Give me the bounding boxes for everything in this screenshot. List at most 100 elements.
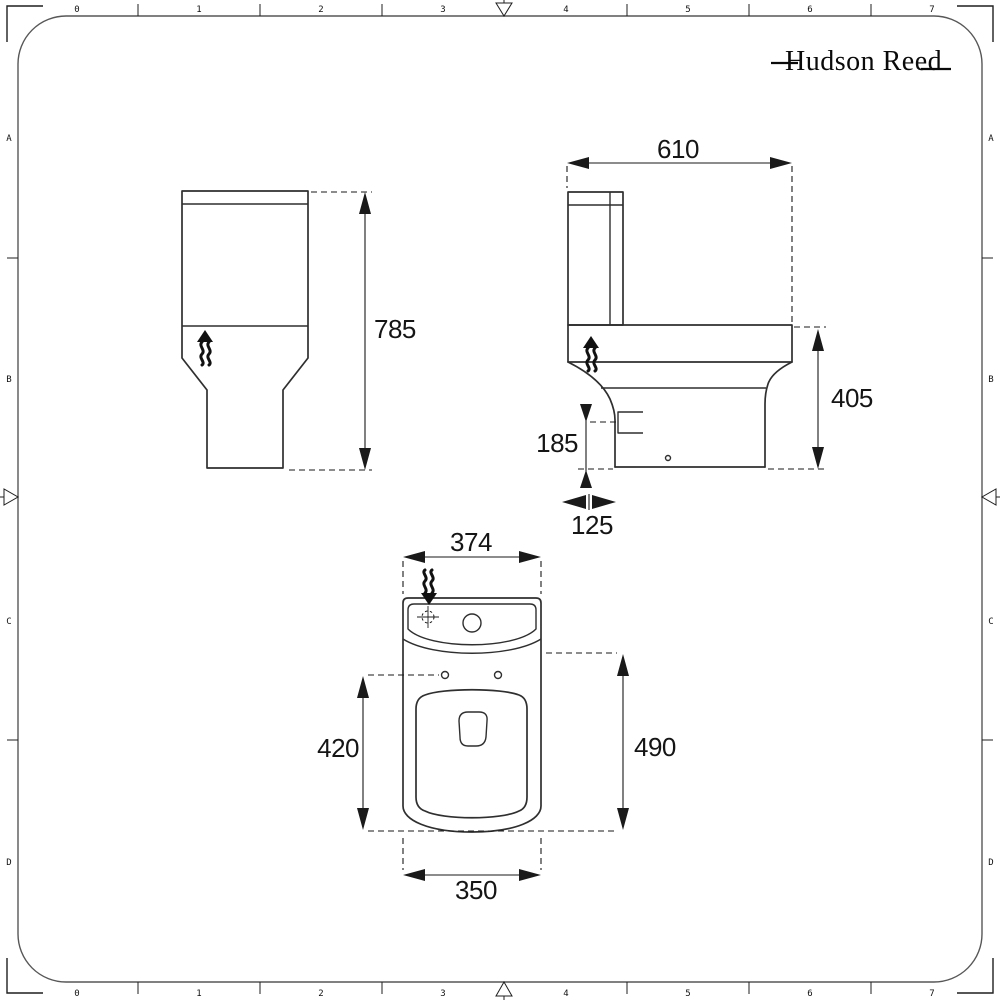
- dimension-leader-lines: [289, 191, 372, 471]
- flush-button: [462, 613, 482, 633]
- arrowhead-left-icon: [567, 157, 589, 169]
- ruler-number: 6: [807, 989, 812, 999]
- ruler-number: 1: [196, 5, 201, 15]
- dimension-leader-lines: [578, 421, 616, 470]
- arrowhead-down-icon: [357, 808, 369, 830]
- dimension-leader-lines: [368, 674, 617, 832]
- side-back-curve: [764, 361, 793, 468]
- center-marker-right-icon: [980, 488, 997, 506]
- side-depth-dimension: 610: [566, 134, 793, 322]
- ruler-letter: C: [6, 617, 11, 627]
- plan-shoulder-curve: [402, 638, 542, 654]
- arrowhead-down-icon: [617, 808, 629, 830]
- dimension-label-outlet-height: 185: [536, 428, 578, 458]
- brand-name: Hudson Reed: [785, 46, 942, 77]
- dimension-label-cistern-width: 374: [450, 527, 492, 557]
- dimension-leader-lines: [566, 166, 793, 322]
- arrowhead-up-icon: [359, 192, 371, 214]
- flush-flow-icon: [195, 328, 215, 367]
- side-view: 610 405 185 125: [536, 134, 873, 540]
- ruler-number: 7: [929, 989, 934, 999]
- seat-length-dimension: 420: [317, 674, 617, 832]
- ruler-number: 3: [440, 5, 445, 15]
- flush-flow-icon: [419, 568, 439, 607]
- front-toilet-outline: [181, 190, 309, 469]
- ruler-number: 6: [807, 5, 812, 15]
- center-marker-top-icon: [495, 2, 513, 17]
- ruler-letter: C: [988, 617, 993, 627]
- ruler-numbers-bottom: 0 1 2 3 4 5 6 7: [74, 989, 934, 999]
- seat-hinge-hole: [493, 670, 503, 680]
- ruler-letter: A: [988, 134, 994, 144]
- arrowhead-up-icon: [357, 676, 369, 698]
- arrowhead-right-icon: [519, 551, 541, 563]
- side-front-curve: [567, 361, 616, 468]
- outlet-offset-dimension: 125: [562, 494, 616, 540]
- ruler-letter: B: [988, 375, 993, 385]
- dimension-label-overall-depth: 610: [657, 134, 699, 164]
- plan-outer-outline: [402, 597, 542, 833]
- seat-hinge-hole: [440, 670, 450, 680]
- center-marker-left-icon: [3, 488, 20, 506]
- ruler-ticks-left: [7, 257, 18, 741]
- ruler-number: 3: [440, 989, 445, 999]
- dimension-leader-lines: [402, 561, 542, 594]
- arrowhead-down-icon: [580, 404, 592, 422]
- ruler-number: 0: [74, 989, 79, 999]
- sheet-border: [17, 15, 983, 983]
- ruler-number: 0: [74, 5, 79, 15]
- dimension-label-seat-length: 420: [317, 733, 359, 763]
- arrowhead-down-icon: [812, 447, 824, 469]
- pan-depth-dimension: 490: [546, 652, 676, 830]
- soil-outlet-pipe: [617, 411, 643, 434]
- ruler-number: 4: [563, 989, 568, 999]
- ruler-number: 5: [685, 5, 690, 15]
- plan-flush-opening: [458, 711, 488, 747]
- side-seat-rim-outline: [567, 324, 793, 363]
- ruler-letters-left: A B C D: [6, 134, 12, 868]
- arrowhead-right-icon: [519, 869, 541, 881]
- target-crosshair-icon: [417, 606, 439, 628]
- ruler-number: 4: [563, 5, 568, 15]
- arrowhead-left-icon: [403, 551, 425, 563]
- flush-flow-icon: [581, 334, 601, 373]
- arrowhead-left-icon: [403, 869, 425, 881]
- arrowhead-up-icon: [812, 329, 824, 351]
- ruler-number: 2: [318, 5, 323, 15]
- ruler-letter: D: [988, 858, 993, 868]
- arrowhead-right-icon: [592, 495, 616, 509]
- dimension-leader-lines: [402, 838, 542, 870]
- ruler-ticks-right: [982, 257, 993, 741]
- front-view: 785: [181, 190, 416, 471]
- arrowhead-up-icon: [617, 654, 629, 676]
- ruler-numbers-top: 0 1 2 3 4 5 6 7: [74, 5, 934, 15]
- fixing-hole: [664, 454, 672, 462]
- dimension-label-pan-height: 405: [831, 383, 873, 413]
- side-pan-height-dimension: 405: [768, 326, 873, 470]
- brand-logo: Hudson Reed: [771, 46, 951, 77]
- plan-seat-outline: [415, 688, 528, 819]
- ruler-letter: A: [6, 134, 12, 144]
- ruler-letter: D: [6, 858, 11, 868]
- ruler-number: 1: [196, 989, 201, 999]
- ruler-ticks-top: [137, 4, 872, 16]
- corner-brackets: [6, 5, 994, 994]
- dimension-label-overall-height: 785: [374, 314, 416, 344]
- dimension-label-pan-depth: 490: [634, 732, 676, 762]
- pan-width-dimension: 350: [402, 838, 542, 905]
- ruler-ticks-bottom: [137, 982, 872, 994]
- arrowhead-up-icon: [580, 470, 592, 488]
- dimension-leader-lines: [768, 326, 826, 470]
- ruler-letter: B: [6, 375, 11, 385]
- side-cistern-outline: [567, 191, 624, 326]
- top-view: 374 420 490 350: [317, 527, 676, 905]
- outlet-height-dimension: 185: [536, 404, 616, 488]
- front-height-dimension: 785: [289, 191, 416, 471]
- dimension-label-outlet-offset: 125: [571, 510, 613, 540]
- arrowhead-right-icon: [770, 157, 792, 169]
- ruler-number: 2: [318, 989, 323, 999]
- plan-cistern-lid-outline: [407, 603, 537, 646]
